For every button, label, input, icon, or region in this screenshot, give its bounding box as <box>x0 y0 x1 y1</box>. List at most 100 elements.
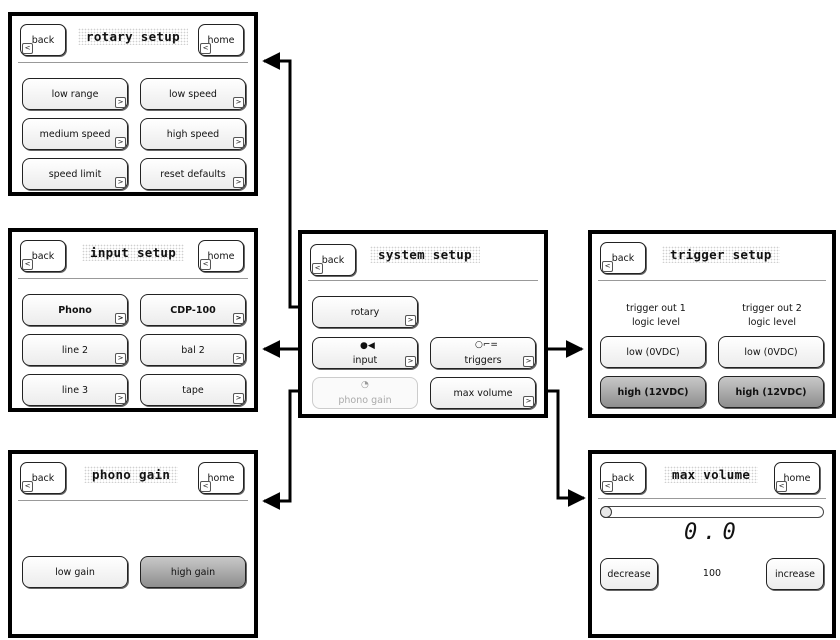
cdp-100-button[interactable]: CDP-100 > <box>140 294 246 326</box>
arrow-left-icon: < <box>22 481 33 492</box>
home-button[interactable]: home < <box>198 24 244 56</box>
home-label: home <box>207 250 235 262</box>
arrow-right-icon: > <box>233 177 244 188</box>
back-button[interactable]: back < <box>600 462 646 494</box>
button-label: input <box>352 355 378 366</box>
trigger-2-high-button[interactable]: high (12VDC) <box>718 376 824 408</box>
button-label: low speed <box>169 88 217 100</box>
button-label: line 3 <box>61 384 89 396</box>
panel-title: rotary setup <box>78 28 188 45</box>
button-label: max volume <box>453 387 513 399</box>
high-speed-button[interactable]: high speed> <box>140 118 246 150</box>
home-label: home <box>207 34 235 46</box>
arrow-right-icon: > <box>405 356 416 367</box>
back-label: back <box>31 34 55 46</box>
line-2-button[interactable]: line 2> <box>22 334 128 366</box>
button-label: rotary <box>350 306 380 318</box>
triggers-button[interactable]: ○⌐= triggers > <box>430 337 536 369</box>
arrow-left-icon: < <box>200 259 211 270</box>
button-label: low (0VDC) <box>626 346 680 358</box>
button-label: low range <box>51 88 99 100</box>
button-label: triggers <box>464 355 502 366</box>
button-label: decrease <box>607 568 651 580</box>
button-label: Phono <box>58 304 92 316</box>
volume-display: 0.0 <box>684 520 742 545</box>
arrow-right-icon: > <box>523 356 534 367</box>
knob-icon: ◔ <box>361 380 369 390</box>
button-label: CDP-100 <box>170 304 216 316</box>
arrow-right-icon: > <box>233 393 244 404</box>
input-button[interactable]: ●◀ input > <box>312 337 418 369</box>
label-line: trigger out 2 <box>742 303 802 314</box>
back-label: back <box>31 472 55 484</box>
home-button[interactable]: home < <box>198 240 244 272</box>
arrow-left-icon: < <box>200 481 211 492</box>
tape-button[interactable]: tape> <box>140 374 246 406</box>
divider <box>598 498 826 499</box>
arrow-left-icon: < <box>776 481 787 492</box>
decrease-button[interactable]: decrease <box>600 558 658 590</box>
trigger-2-low-button[interactable]: low (0VDC) <box>718 336 824 368</box>
high-gain-button[interactable]: high gain <box>140 556 246 588</box>
home-label: home <box>783 472 811 484</box>
medium-speed-button[interactable]: medium speed> <box>22 118 128 150</box>
increase-button[interactable]: increase <box>766 558 824 590</box>
divider <box>18 278 248 279</box>
max-volume-button[interactable]: max volume> <box>430 377 536 409</box>
back-button[interactable]: back < <box>20 24 66 56</box>
divider <box>308 280 538 281</box>
phono-gain-button[interactable]: ◔ phono gain <box>312 377 418 409</box>
trigger-setup-panel: back < trigger setup trigger out 1 logic… <box>588 230 836 418</box>
line-3-button[interactable]: line 3> <box>22 374 128 406</box>
arrow-right-icon: > <box>115 97 126 108</box>
max-volume-panel: back < max volume home < 0.0 decrease 10… <box>588 450 836 638</box>
home-label: home <box>207 472 235 484</box>
arrow-right-icon: > <box>233 313 244 324</box>
button-label: speed limit <box>48 168 102 180</box>
button-label: phono gain <box>338 395 392 406</box>
arrow-left-icon: < <box>22 259 33 270</box>
back-button[interactable]: back < <box>20 240 66 272</box>
arrow-right-icon: > <box>405 315 416 326</box>
divider <box>18 62 248 63</box>
panel-title: trigger setup <box>662 246 780 263</box>
arrow-left-icon: < <box>602 261 613 272</box>
trigger-1-high-button[interactable]: high (12VDC) <box>600 376 706 408</box>
divider <box>598 280 826 281</box>
arrow-right-icon: > <box>233 353 244 364</box>
trigger-icon: ○⌐= <box>475 340 498 350</box>
home-button[interactable]: home < <box>198 462 244 494</box>
speaker-icon: ●◀ <box>360 341 375 351</box>
phono-button[interactable]: Phono> <box>22 294 128 326</box>
bal-2-button[interactable]: bal 2 > <box>140 334 246 366</box>
button-label: low (0VDC) <box>744 346 798 358</box>
speed-limit-button[interactable]: speed limit > <box>22 158 128 190</box>
button-label: low gain <box>55 566 95 578</box>
system-setup-panel: back < system setup rotary> ●◀ input > ○… <box>298 230 548 418</box>
button-label: high (12VDC) <box>735 386 807 398</box>
trigger-1-low-button[interactable]: low (0VDC) <box>600 336 706 368</box>
low-range-button[interactable]: low range > <box>22 78 128 110</box>
back-label: back <box>31 250 55 262</box>
input-setup-panel: back < input setup home < Phono> CDP-100… <box>8 228 258 412</box>
home-button[interactable]: home < <box>774 462 820 494</box>
volume-slider-knob[interactable] <box>600 506 612 518</box>
arrow-right-icon: > <box>233 97 244 108</box>
button-label: bal 2 <box>181 344 205 356</box>
reset-defaults-button[interactable]: reset defaults> <box>140 158 246 190</box>
phono-gain-panel: back < phono gain home < low gain high g… <box>8 450 258 638</box>
rotary-button[interactable]: rotary > <box>312 296 418 328</box>
trigger-out-2-label: trigger out 2 logic level <box>716 302 828 330</box>
low-speed-button[interactable]: low speed > <box>140 78 246 110</box>
panel-title: input setup <box>82 244 185 261</box>
back-button[interactable]: back < <box>600 242 646 274</box>
back-button[interactable]: back < <box>20 462 66 494</box>
volume-slider[interactable] <box>600 506 824 518</box>
max-volume-value: 100 <box>702 568 722 579</box>
arrow-right-icon: > <box>115 177 126 188</box>
low-gain-button[interactable]: low gain <box>22 556 128 588</box>
arrow-left-icon: < <box>312 263 323 274</box>
back-button[interactable]: back < <box>310 244 356 276</box>
back-label: back <box>611 472 635 484</box>
rotary-setup-panel: back < rotary setup home < low range > lo… <box>8 12 258 196</box>
